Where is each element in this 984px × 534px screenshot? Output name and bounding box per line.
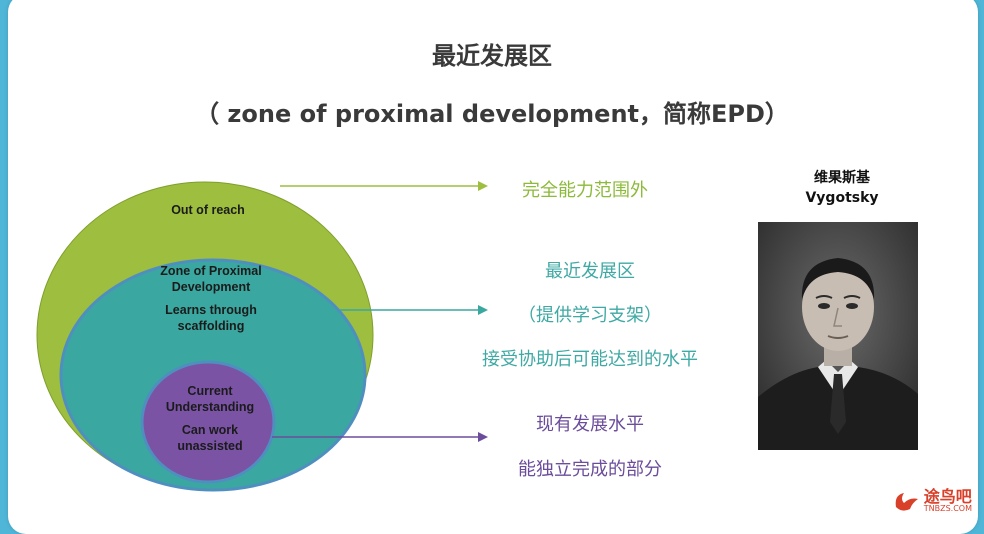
outer-label: 完全能力范围外 xyxy=(522,180,648,201)
middle-circle-label-2: Development xyxy=(171,280,251,294)
inner-label-sub: 能独立完成的部分 xyxy=(518,459,662,480)
inner-label-title: 现有发展水平 xyxy=(536,414,644,435)
watermark-subtext: TNBZS.COM xyxy=(923,504,972,513)
portrait-name-en: Vygotsky xyxy=(805,190,879,206)
middle-circle-label-1: Zone of Proximal xyxy=(160,264,262,278)
middle-label-title: 最近发展区 xyxy=(545,261,635,282)
inner-circle-label-1: Current xyxy=(187,384,233,398)
inner-circle-label-2: Understanding xyxy=(165,400,255,414)
portrait-photo xyxy=(758,222,918,450)
page-title: 最近发展区 xyxy=(432,42,552,70)
watermark-text: 途鸟吧 xyxy=(923,487,972,506)
bird-logo-icon xyxy=(895,493,918,511)
middle-circle-label-3: Learns through xyxy=(165,303,257,317)
outer-circle-label: Out of reach xyxy=(171,203,245,217)
vygotsky-portrait-image xyxy=(758,222,918,450)
middle-circle-label-4: scaffolding xyxy=(177,319,245,333)
middle-label-sub2: 接受协助后可能达到的水平 xyxy=(482,349,698,370)
middle-label-sub1: （提供学习支架） xyxy=(518,305,662,326)
portrait-name-cn: 维果斯基 xyxy=(814,170,870,186)
page-subtitle: （ zone of proximal development，简称EPD） xyxy=(195,100,789,128)
inner-circle-label-3: Can work xyxy=(181,423,239,437)
inner-circle-label-4: unassisted xyxy=(177,439,243,453)
watermark: 途鸟吧 TNBZS.COM xyxy=(892,489,972,513)
